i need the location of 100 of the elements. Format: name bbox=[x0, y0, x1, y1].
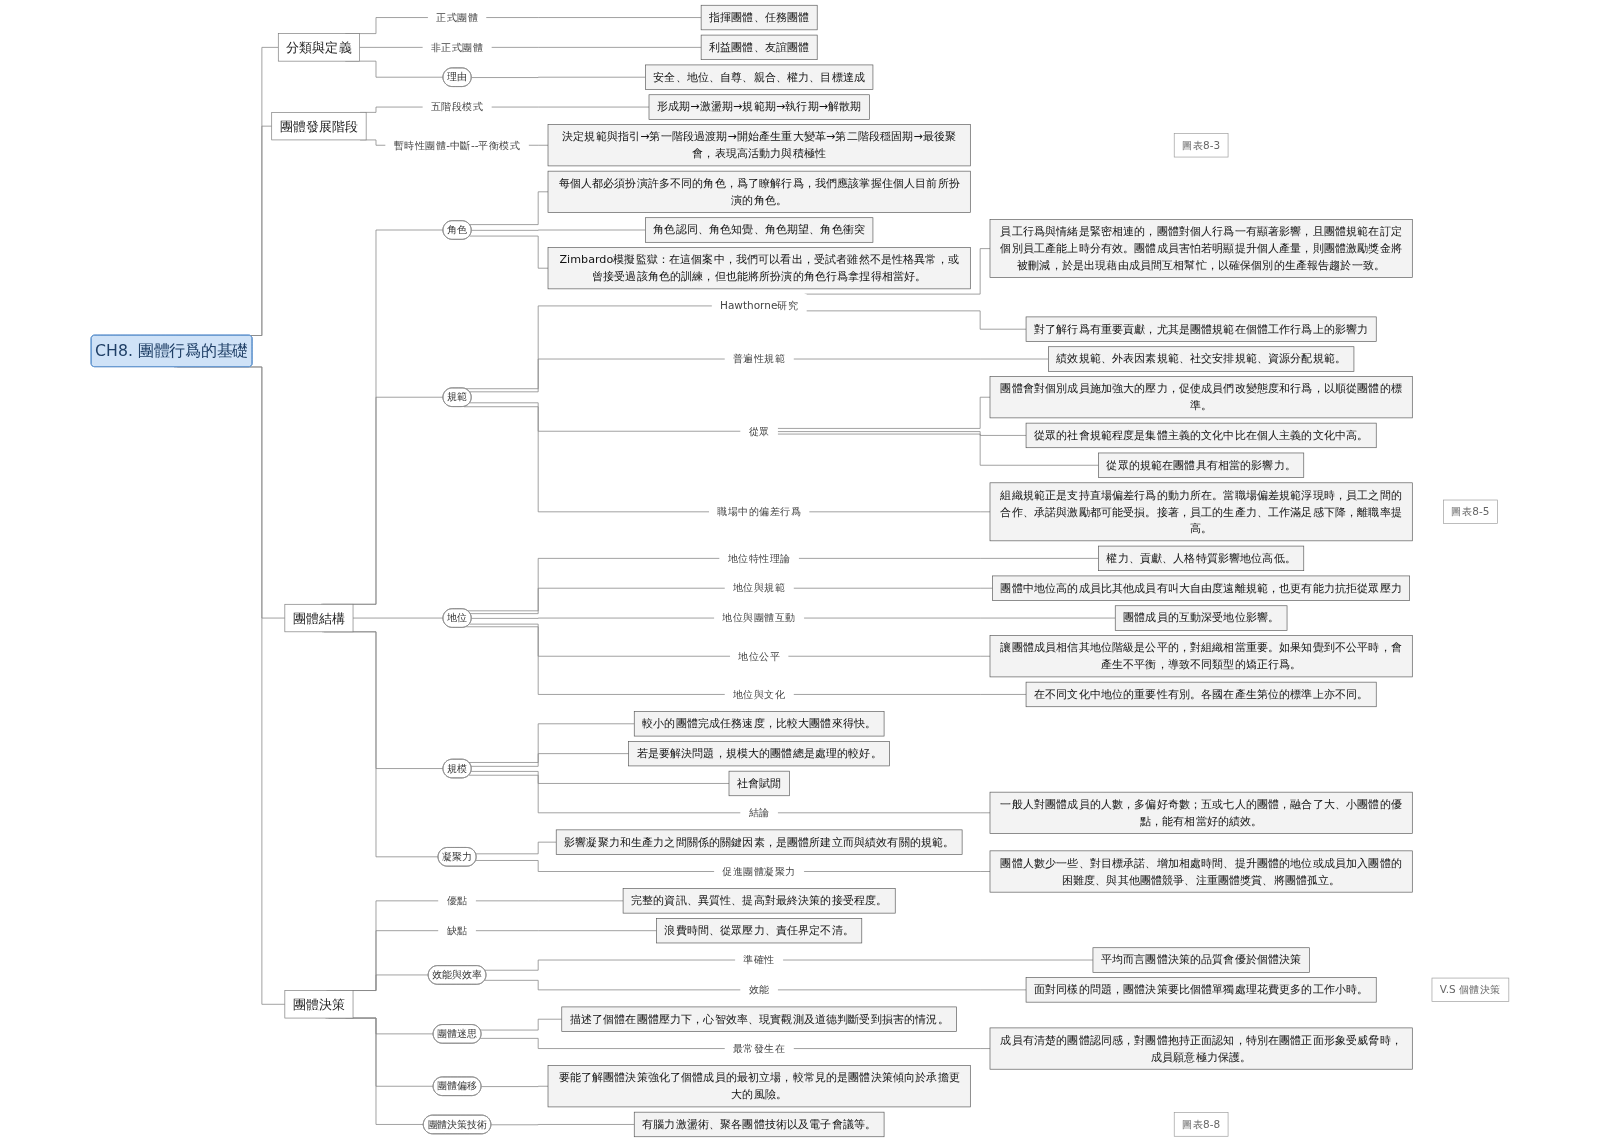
connector bbox=[777, 989, 1027, 991]
connector bbox=[804, 248, 991, 295]
connector bbox=[469, 587, 726, 615]
connector bbox=[803, 871, 991, 872]
connector bbox=[470, 753, 630, 767]
node-text: 地位特性理論 bbox=[727, 551, 791, 565]
node-text: 優點 bbox=[446, 894, 468, 907]
node-box: 對了解行爲有重要貢獻，尤其是團體規範在個體工作行爲上的影響力 bbox=[1025, 316, 1377, 342]
node-text: 地位公平 bbox=[738, 649, 781, 663]
connector bbox=[480, 1037, 726, 1049]
node-box: 團體人數少一些、對目標承諾、增加相處時間、提升團體的地位或成員加入團體的困難度、與其他團體競爭、注重團體獎賞、將團體孤立。 bbox=[989, 850, 1413, 893]
node-box: 安全、地位、自尊、親合、權力、目標達成 bbox=[645, 64, 874, 90]
node-text: 暫時性團體-中斷--平衡模式 bbox=[393, 138, 521, 152]
connector bbox=[485, 17, 702, 18]
connector bbox=[808, 511, 991, 513]
node-text: 正式團體 bbox=[436, 10, 479, 24]
connector bbox=[475, 841, 557, 855]
node-box: 圖表8-5 bbox=[1443, 499, 1498, 524]
node-text: 地位與規範 bbox=[732, 581, 786, 595]
connector bbox=[782, 959, 1094, 961]
node-box: 團體會對個別成員施加強大的壓力，促使成員們改變態度和行爲，以順從團體的標準。 bbox=[989, 376, 1413, 419]
connector bbox=[490, 1124, 635, 1126]
connector bbox=[798, 558, 1099, 559]
connector bbox=[467, 558, 721, 612]
node-box: 面對同樣的問題，團體決策要比個體單獨處理花費更多的工作小時。 bbox=[1025, 977, 1377, 1003]
node-text: 職場中的偏差行爲 bbox=[717, 505, 802, 518]
node-text: 非正式團體 bbox=[430, 40, 484, 54]
connector bbox=[490, 47, 702, 48]
connector bbox=[792, 587, 993, 589]
node-box: 影響凝聚力和生產力之間關係的關鍵因素，是團體所建立而與績效有關的規範。 bbox=[555, 829, 963, 855]
connector bbox=[792, 1048, 991, 1049]
connector bbox=[471, 229, 646, 231]
connector bbox=[475, 900, 624, 902]
node-box: 團體發展階段 bbox=[271, 112, 367, 141]
connector bbox=[787, 655, 991, 657]
connector bbox=[777, 812, 991, 814]
node-box: 角色認同、角色知覺、角色期望、角色衝突 bbox=[645, 217, 874, 243]
node-text: 結論 bbox=[748, 806, 770, 819]
connector bbox=[469, 358, 726, 393]
node-box: 指揮團體、任務團體 bbox=[700, 4, 818, 31]
connector bbox=[484, 979, 742, 991]
node-box: 每個人都必須扮演許多不同的角色，爲了瞭解行爲，我們應該掌握住個人目前所扮演的角色。 bbox=[547, 170, 971, 213]
node-box: Zimbardo模擬監獄：在這個案中，我們可以看出，受試者雖然不是性格異常，或曾接受過該角色的訓練，但也能將所扮演的角色行爲拿捏得相當好。 bbox=[547, 247, 971, 290]
connector bbox=[471, 617, 715, 619]
node-box: 團體中地位高的成員比其他成員有叫大自由度遠離規範，也更有能力抗拒從眾壓力 bbox=[992, 575, 1410, 601]
node-text: 從眾 bbox=[748, 424, 770, 438]
connector bbox=[469, 235, 549, 269]
connector bbox=[490, 106, 650, 108]
node-box: 決定規範與指引→第一階段過渡期→開始產生重大變革→第二階段穩固期→最後聚會，表現高活動力與積極性 bbox=[547, 124, 971, 167]
node-text: 五階段模式 bbox=[430, 100, 484, 113]
connector bbox=[359, 47, 424, 48]
node-text: 地位與文化 bbox=[732, 687, 786, 701]
node-box: 團體成員的互動深受地位影響。 bbox=[1114, 605, 1288, 631]
node-box: 浪費時間、從眾壓力、責任界定不清。 bbox=[656, 918, 863, 944]
connector bbox=[792, 358, 1049, 360]
connector bbox=[469, 191, 549, 225]
node-box: 在不同文化中地位的重要性有別。各國在產生第位的標準上亦不同。 bbox=[1025, 681, 1377, 708]
node-text: 缺點 bbox=[446, 924, 468, 937]
node-box: 從眾的社會規範程度是集體主義的文化中比在個人主義的文化中高。 bbox=[1025, 422, 1377, 449]
node-box: 平均而言團體決策的品質會優於個體決策 bbox=[1092, 947, 1310, 973]
connector bbox=[468, 723, 635, 763]
node-box: 組織規範正是支持直場偏差行爲的動力所在。當職場偏差規範浮現時，員工之間的合作、承諾與激勵都可能受損。接著，員工的生產力、工作滿足感下降，離職率提高。 bbox=[989, 482, 1413, 542]
node-box: 讓團體成員相信其地位階級是公平的，對組織相當重要。如果知覺到不公平時，會產生不平衡，導致不同類型的矯正行爲。 bbox=[989, 635, 1413, 678]
connector bbox=[352, 617, 444, 619]
node-box: 描述了個體在團體壓力下，心智效率、現實觀測及道德判斷受到損害的情況。 bbox=[561, 1006, 957, 1032]
connector bbox=[471, 76, 646, 78]
connector bbox=[484, 959, 736, 971]
connector bbox=[468, 774, 742, 814]
connector bbox=[481, 1085, 549, 1087]
connector bbox=[777, 396, 991, 429]
node-box: 績效規範、外表因素規範、社交安排規範、資源分配規範。 bbox=[1048, 346, 1355, 372]
node-box: 一般人對團體成員的人數，多偏好奇數；五或七人的團體，融合了大、小團體的優點，能有相當好的績效。 bbox=[989, 791, 1413, 834]
connector bbox=[475, 930, 657, 932]
node-box: 員工行爲與情緒是緊密相連的，團體對個人行爲一有顯著影響，且團體規範在訂定個別員工產能上時分有效。團體成員害怕若明顯提升個人產量，則團體激勵獎金將被刪減，於是出現藉由成員間互相幫忙，以確保個別的生產報告趨於一致。 bbox=[989, 219, 1413, 278]
connector bbox=[469, 402, 742, 432]
node-box: 團體結構 bbox=[284, 603, 354, 633]
node-text: 效能 bbox=[748, 983, 770, 996]
connector bbox=[470, 771, 730, 784]
node-box: 要能了解團體決策強化了個體成員的最初立場，較常見的是團體決策傾向於承擔更大的風險。 bbox=[547, 1065, 971, 1108]
node-box: 圖表8-3 bbox=[1173, 133, 1229, 158]
connector bbox=[792, 694, 1027, 695]
node-box: 利益團體、友誼團體 bbox=[700, 34, 818, 60]
node-text: 最常發生在 bbox=[732, 1042, 786, 1055]
connector bbox=[777, 433, 1099, 466]
node-box: 形成期→激盪期→規範期→執行期→解散期 bbox=[648, 94, 870, 120]
connector bbox=[480, 1018, 563, 1031]
node-text: Hawthorne研究 bbox=[720, 299, 799, 312]
node-box: 權力、貢獻、人格特質影響地位高低。 bbox=[1098, 545, 1305, 571]
node-box: 成員有清楚的團體認同感，對團體抱持正面認知，特別在團體正面形象受威脅時，成員願意極力保護。 bbox=[989, 1027, 1413, 1070]
node-box: V.S 個體決策 bbox=[1431, 977, 1510, 1002]
node-box: 若是要解決問題，規模大的團體總是處理的較好。 bbox=[628, 741, 890, 767]
node-text: 普遍性規範 bbox=[732, 352, 786, 365]
connector bbox=[465, 626, 726, 695]
node-text: 地位與團體互動 bbox=[722, 611, 796, 624]
node-box: 較小的團體完成任務速度，比較大團體來得快。 bbox=[633, 711, 885, 737]
node-box: 完整的資訊、異質性、提高對最終決策的接受程度。 bbox=[622, 888, 896, 914]
connector bbox=[469, 623, 731, 657]
connector bbox=[805, 310, 1027, 330]
node-box: 圖表8-8 bbox=[1173, 1112, 1229, 1137]
connector bbox=[803, 617, 1116, 619]
